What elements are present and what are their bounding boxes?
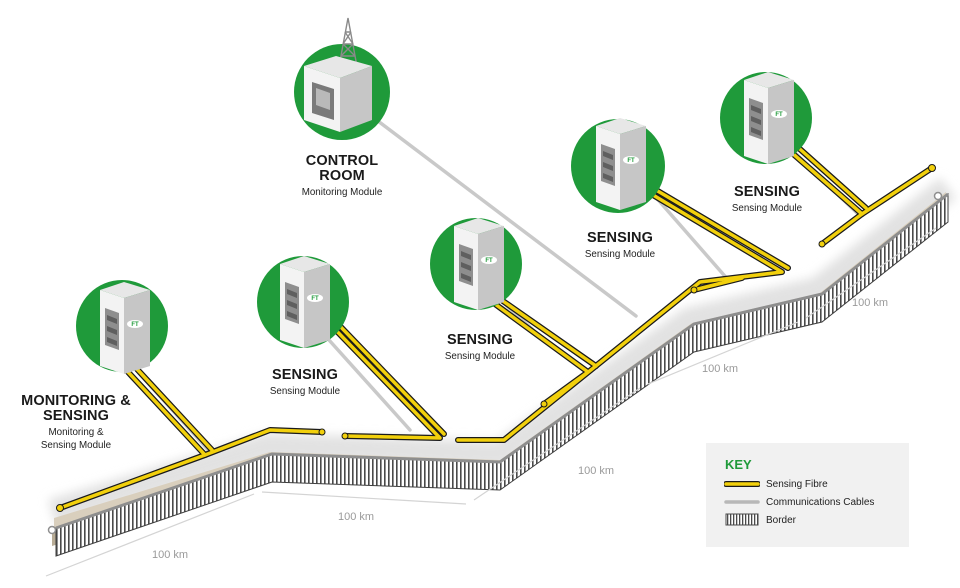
node-title: CONTROL ROOM xyxy=(305,153,379,184)
legend-item-border: Border xyxy=(766,515,797,526)
distance-label: 100 km xyxy=(152,549,189,561)
distance-label: 100 km xyxy=(852,297,889,309)
node-control-room xyxy=(294,17,390,140)
node-subtitle: Sensing Module xyxy=(444,351,516,362)
node-subtitle: Monitoring & Sensing Module xyxy=(40,427,112,451)
sensing-fibre xyxy=(56,139,936,512)
node-sensing-4 xyxy=(720,72,812,164)
label-sensing-3: SENSING Sensing Module xyxy=(585,231,655,262)
node-sensing-3 xyxy=(571,118,665,213)
label-sensing-2: SENSING Sensing Module xyxy=(445,333,515,364)
node-subtitle: Sensing Module xyxy=(269,386,341,397)
distance-label: 100 km xyxy=(338,511,375,523)
radio-tower-icon xyxy=(337,17,359,73)
label-monitoring-sensing: MONITORING & SENSING Monitoring & Sensin… xyxy=(21,394,131,452)
node-title: SENSING xyxy=(734,184,800,200)
node-subtitle: Sensing Module xyxy=(731,203,803,214)
node-title: MONITORING & SENSING xyxy=(21,393,131,424)
border-swatch xyxy=(725,513,759,526)
legend-key: KEY Sensing Fibre Communications Cables … xyxy=(706,443,909,547)
label-control-room: CONTROL ROOM Monitoring Module xyxy=(302,154,383,200)
node-monitoring-sensing xyxy=(76,280,168,374)
label-sensing-1: SENSING Sensing Module xyxy=(270,368,340,399)
node-title: SENSING xyxy=(447,332,513,348)
ground-shadow xyxy=(48,177,957,525)
node-title: SENSING xyxy=(272,367,338,383)
node-subtitle: Monitoring Module xyxy=(301,187,383,198)
legend-item-sensing-fibre: Sensing Fibre xyxy=(766,479,828,490)
border-wall xyxy=(47,191,949,557)
legend-swatches xyxy=(724,481,760,526)
node-sensing-1 xyxy=(257,256,349,348)
node-subtitle: Sensing Module xyxy=(584,249,656,260)
label-sensing-4: SENSING Sensing Module xyxy=(732,185,802,216)
node-sensing-2 xyxy=(430,218,522,310)
distance-label: 100 km xyxy=(702,363,739,375)
distance-label: 100 km xyxy=(578,465,615,477)
legend-item-communications-cables: Communications Cables xyxy=(766,497,875,508)
node-title: SENSING xyxy=(587,230,653,246)
distance-markers xyxy=(45,227,937,577)
legend-title: KEY xyxy=(725,457,752,472)
